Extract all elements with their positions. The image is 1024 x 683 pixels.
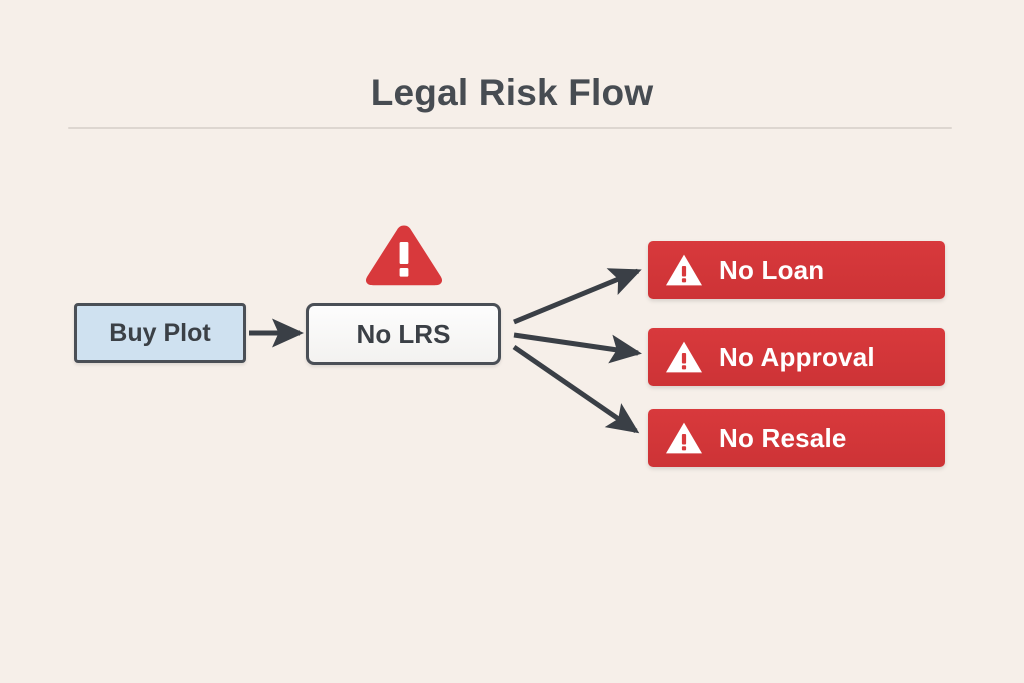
alert-no-loan[interactable]: No Loan [648,241,945,299]
warning-triangle-icon [365,225,443,286]
node-buy-plot[interactable]: Buy Plot [74,303,246,363]
edge-nolrs-to-noapproval [513,332,642,364]
alert-no-loan-label: No Loan [719,254,825,285]
edge-nolrs-to-noresale [512,344,640,434]
alert-no-resale[interactable]: No Resale [648,409,945,467]
alert-no-resale-label: No Resale [719,422,847,453]
node-no-lrs-label: No LRS [356,318,451,349]
page-title: Legal Risk Flow [370,72,654,113]
warning-triangle-icon [666,254,702,286]
title-divider [68,127,952,129]
node-buy-plot-label: Buy Plot [109,318,211,347]
warning-triangle-icon [666,422,702,454]
node-no-lrs[interactable]: No LRS [306,303,501,365]
alert-no-approval[interactable]: No Approval [648,328,945,386]
warning-triangle-icon [666,341,702,373]
alert-no-approval-label: No Approval [719,341,875,372]
edge-nolrs-to-noloan [513,268,642,325]
